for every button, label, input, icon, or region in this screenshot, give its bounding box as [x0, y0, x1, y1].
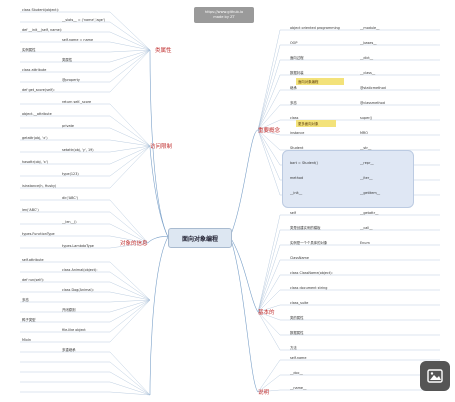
right-label: __name__: [290, 386, 307, 390]
left-label: types.LambdaType: [62, 244, 94, 248]
left-label: def get_score(self):: [22, 88, 55, 92]
left-label: def __init__(self, name):: [22, 28, 63, 32]
topic-obj-info[interactable]: 对象的信息: [120, 241, 148, 247]
topic-class-attr[interactable]: 类属性: [155, 48, 172, 54]
right-label: __dict__: [360, 56, 374, 60]
right-label: __str__: [360, 146, 372, 150]
left-label: len('ABC'): [22, 208, 39, 212]
left-label: MixIn: [22, 338, 32, 342]
left-label: 鸭子类型: [22, 318, 36, 322]
right-label: __init__: [290, 191, 303, 195]
right-label: class ClassName(object):: [290, 271, 333, 275]
highlight-1-text: 面向对象编程: [298, 80, 319, 84]
topic-oop-concepts[interactable]: 重要概念: [258, 128, 281, 134]
oop-concept-region: [282, 150, 414, 208]
image-icon: [427, 369, 443, 383]
right-label: object oriented programming: [290, 26, 340, 30]
right-label: self.name: [290, 356, 307, 360]
right-label: ClassName: [290, 256, 309, 260]
highlight-2-text: 更多面向对象: [298, 122, 319, 126]
center-node[interactable]: 面向对象编程: [168, 228, 232, 248]
left-label: class attribute: [22, 68, 47, 72]
left-label: types.FunctionType: [22, 232, 55, 236]
right-label: __bases__: [360, 41, 377, 45]
right-label: __class__: [360, 71, 376, 75]
left-label: 实例属性: [22, 48, 36, 52]
right-label: __doc__: [290, 371, 303, 375]
left-label: type(123): [62, 172, 79, 176]
right-label: 数据属性: [290, 331, 304, 335]
right-label: class: [290, 116, 299, 120]
left-label: self.name = name: [62, 38, 94, 42]
left-label: def run(self):: [22, 278, 44, 282]
credit-badge: https://www.github.io made by ZT: [194, 7, 254, 23]
left-label: getattr(obj, 'x'): [22, 136, 48, 140]
right-label: __repr__: [360, 161, 374, 165]
credit-author: made by ZT: [213, 15, 235, 19]
left-label: object.__attribute: [22, 112, 52, 116]
right-label: __module__: [360, 26, 380, 30]
left-label: class Student(object):: [22, 8, 60, 12]
right-label: __getitem__: [360, 191, 381, 195]
right-label: bart = Student(): [290, 161, 318, 165]
highlight-2: [296, 120, 336, 127]
right-label: class document string: [290, 286, 328, 290]
right-label: super(): [360, 116, 373, 120]
left-label: isinstance(h, Husky): [22, 184, 57, 188]
left-label: 类属性: [62, 58, 73, 62]
right-label: 类的属性: [290, 316, 304, 320]
left-label: 多态: [22, 298, 29, 302]
right-label: 实例是一个个具体的对象: [290, 241, 328, 245]
right-label: 方法: [290, 346, 297, 350]
right-label: 数据封装: [290, 71, 304, 75]
right-label: __getattr__: [360, 211, 379, 215]
right-label: method: [290, 176, 304, 180]
topic-inheritance[interactable]: 基本的: [258, 310, 275, 316]
highlight-1: [296, 78, 344, 85]
left-label: __slots__ = ('name','age'): [62, 18, 106, 22]
topic-access-control[interactable]: 访问限制: [150, 144, 173, 150]
left-label: __len__(): [62, 220, 77, 224]
left-label: 开闭原则: [62, 308, 76, 312]
left-label: return self._score: [62, 100, 92, 104]
image-viewer-button[interactable]: [420, 361, 450, 391]
left-label: class Animal(object):: [62, 268, 98, 272]
right-label: @classmethod: [360, 101, 385, 105]
right-label: @staticmethod: [360, 86, 386, 90]
right-label: __call__: [360, 226, 373, 230]
left-label: file-like object: [62, 328, 86, 332]
right-label: Enum: [360, 241, 370, 245]
left-label: @property: [62, 78, 80, 82]
right-label: Student: [290, 146, 304, 150]
right-label: class_suite: [290, 301, 309, 305]
left-label: setattr(obj, 'y', 19): [62, 148, 94, 152]
right-label: OOP: [290, 41, 298, 45]
right-label: 多态: [290, 101, 297, 105]
right-label: __iter__: [360, 176, 373, 180]
left-label: dir('ABC'): [62, 196, 78, 200]
right-label: 面向过程: [290, 56, 304, 60]
left-label: hasattr(obj, 'x'): [22, 160, 48, 164]
right-label: instance: [290, 131, 305, 135]
right-label: self: [290, 211, 296, 215]
left-label: private: [62, 124, 74, 128]
left-label: 多重继承: [62, 348, 76, 352]
topic-extra[interactable]: 说明: [258, 390, 270, 396]
right-label: 继承: [290, 86, 297, 90]
right-label: 类是创建实例的模板: [290, 226, 321, 230]
left-label: self.attribute: [22, 258, 44, 262]
right-label: MRO: [360, 131, 368, 135]
left-label: class Dog(Animal):: [62, 288, 94, 292]
credit-url: https://www.github.io: [204, 10, 244, 14]
